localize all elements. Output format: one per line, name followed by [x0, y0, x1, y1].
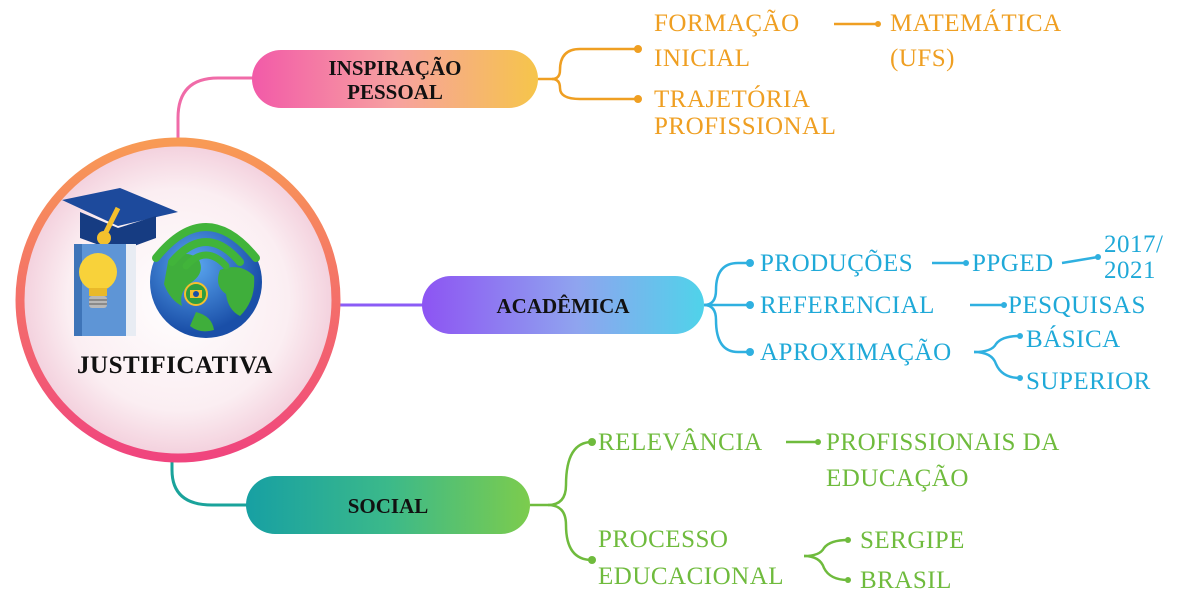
inspiracao-label: INSPIRAÇÃO PESSOAL [252, 56, 538, 104]
node-years-line2: 2021 [1104, 257, 1156, 284]
node-processo-line2: EDUCACIONAL [598, 563, 785, 590]
node-formacao-line2: INICIAL [654, 45, 751, 72]
node-matematica-line2: (UFS) [890, 45, 956, 72]
center-title: JUSTIFICATIVA [77, 352, 273, 379]
node-processo-line1: PROCESSO [598, 526, 729, 553]
pill-inspiracao [252, 50, 538, 108]
node-profissionais-line2: EDUCAÇÃO [826, 465, 969, 492]
node-ppged: PPGED [972, 250, 1054, 277]
node-brasil: BRASIL [860, 567, 952, 594]
inspiracao-label-line1: INSPIRAÇÃO [328, 56, 462, 80]
connector-social [170, 388, 252, 507]
academica-label: ACADÊMICA [496, 294, 630, 318]
node-sergipe: SERGIPE [860, 527, 965, 554]
node-relevancia: RELEVÂNCIA [598, 429, 763, 456]
graduation-cap-icon [62, 188, 178, 252]
node-profissionais-line1: PROFISSIONAIS DA [826, 429, 1060, 456]
lightbulb-icon [79, 253, 117, 308]
node-trajetoria-line2: PROFISSIONAL [654, 113, 837, 140]
node-matematica-line1: MATEMÁTICA [890, 10, 1062, 37]
wifi-signal-icon [152, 223, 260, 270]
node-aproximacao: APROXIMAÇÃO [760, 339, 952, 366]
node-producoes: PRODUÇÕES [760, 250, 914, 277]
node-basica: BÁSICA [1026, 326, 1121, 353]
node-trajetoria-line1: TRAJETÓRIA [654, 86, 811, 113]
node-pesquisas: PESQUISAS [1008, 292, 1146, 319]
pill-social [246, 476, 530, 534]
node-superior: SUPERIOR [1026, 368, 1151, 395]
social-label: SOCIAL [347, 494, 429, 518]
connector-inspiracao [176, 76, 258, 165]
node-formacao-line1: FORMAÇÃO [654, 10, 800, 37]
node-years-line1: 2017/ [1104, 231, 1164, 258]
node-referencial: REFERENCIAL [760, 292, 935, 319]
inspiracao-label-line2: PESSOAL [347, 80, 443, 104]
pill-academica [422, 276, 704, 334]
